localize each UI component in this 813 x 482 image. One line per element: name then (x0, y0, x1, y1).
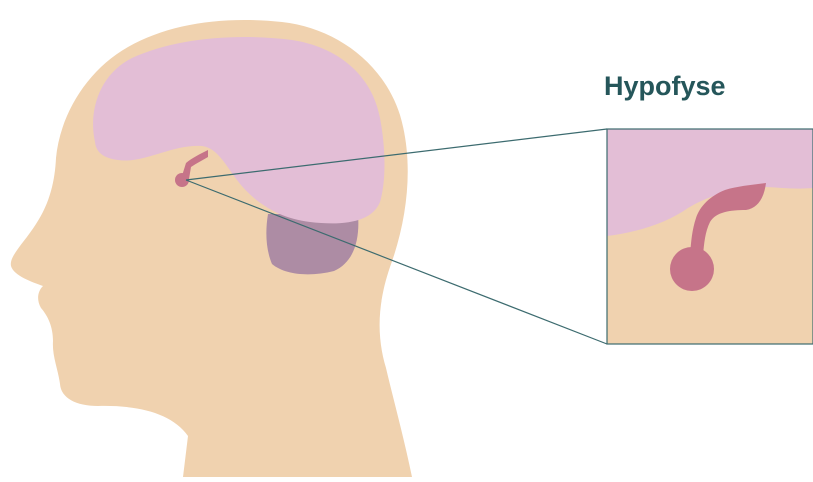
diagram-title: Hypofyse (604, 68, 726, 104)
inset-pituitary-gland (670, 247, 714, 291)
inset-zoom (607, 129, 813, 344)
